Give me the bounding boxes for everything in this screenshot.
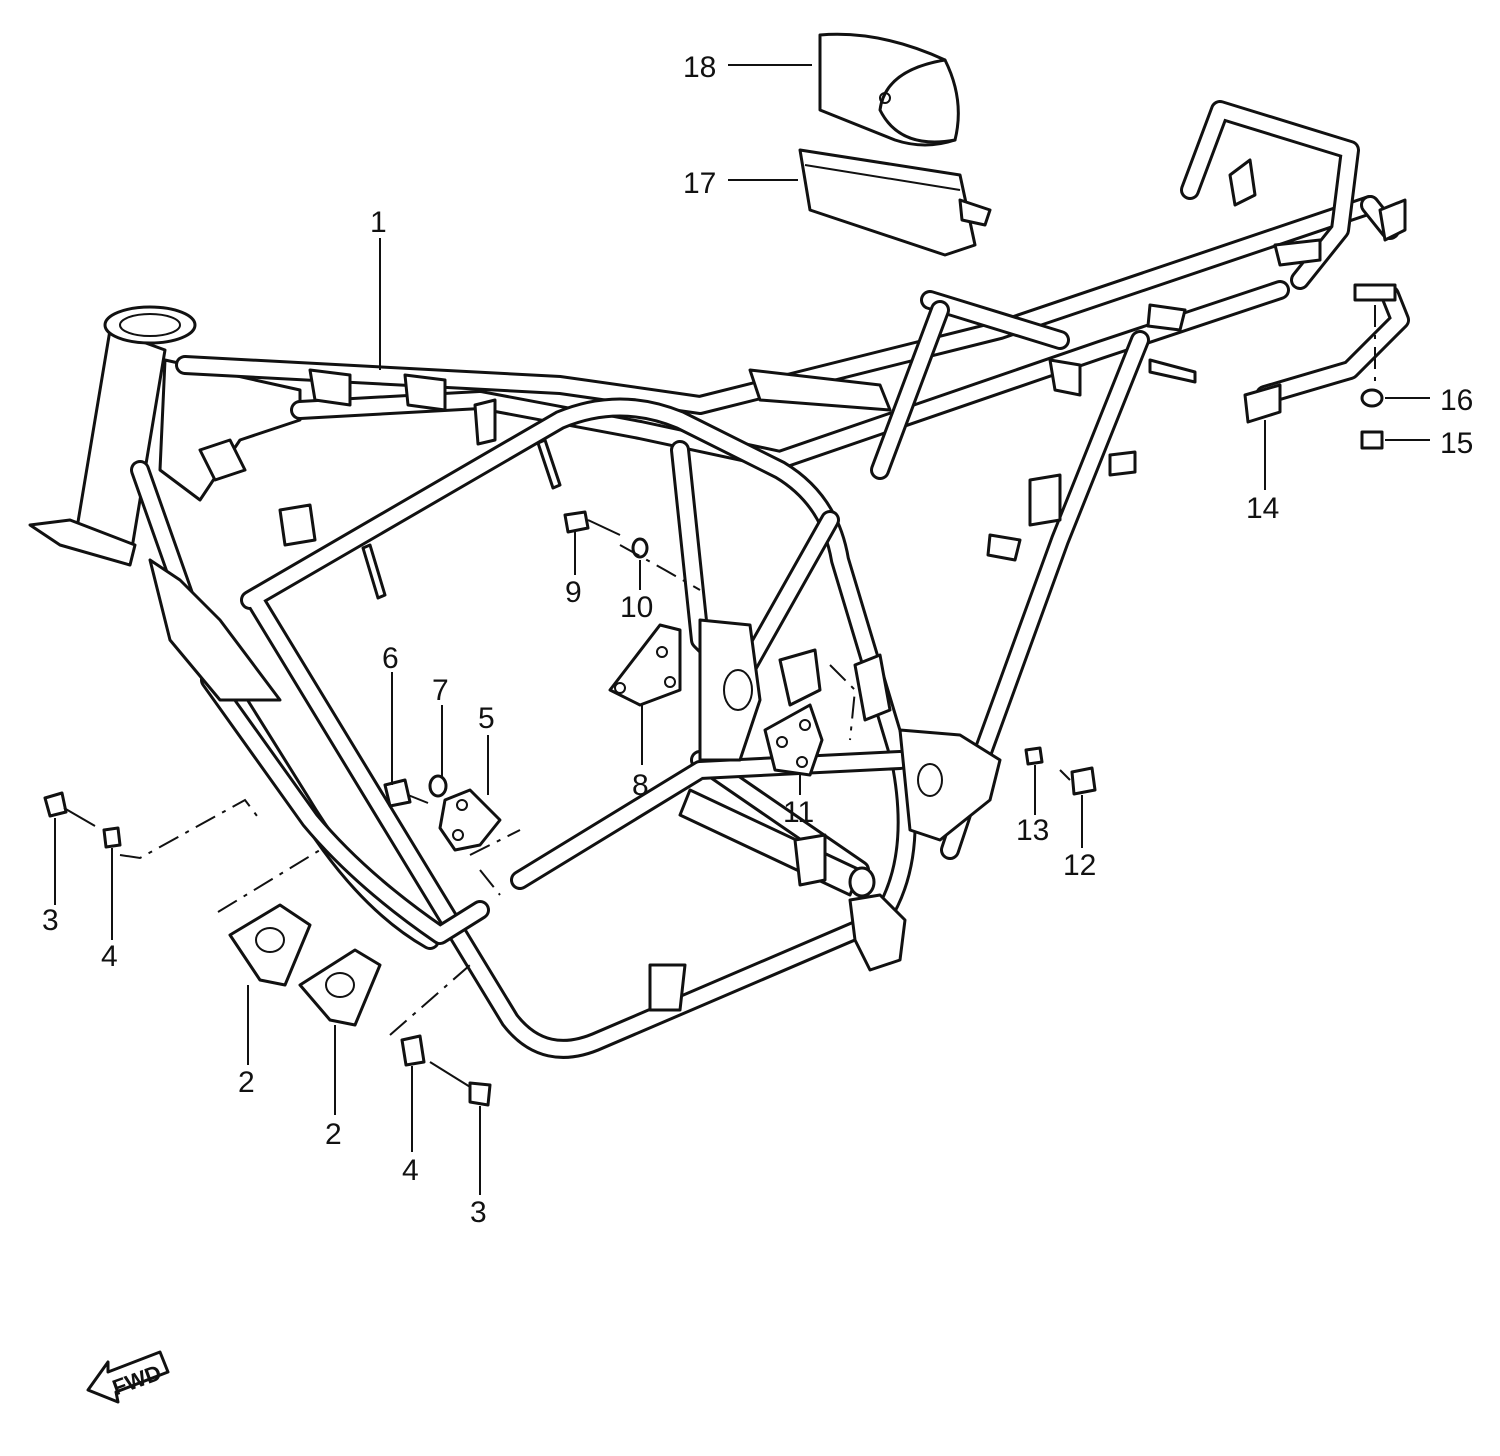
part-4-nut-left [102,826,122,849]
part-13-nut [1024,746,1044,766]
part-16-nut [1360,388,1384,408]
part-10-washer [631,537,649,559]
main-frame [28,100,1407,1059]
part-6-bolt [383,778,429,808]
callout-4: 4 [402,1154,419,1187]
callout-11: 11 [783,796,814,829]
leader-lines [54,64,1430,1195]
callout-5: 5 [478,702,495,735]
callout-4: 4 [101,940,118,973]
callout-14: 14 [1246,492,1279,525]
part-7-washer [428,774,448,798]
alignment-dashed-lines [119,544,857,1036]
callout-1: 1 [370,206,387,239]
part-2-plate-left [228,903,312,987]
part-8-plate [608,623,682,707]
callout-18: 18 [683,51,716,84]
callout-2: 2 [238,1066,255,1099]
callout-6: 6 [382,642,399,675]
forward-direction-marker: FWD [86,1350,170,1404]
part-2-plate-right [298,948,382,1027]
part-15-bolt [1360,430,1384,450]
part-3-bolt-bottom [429,1061,492,1107]
callout-17: 17 [683,167,716,200]
part-17-tray [798,148,992,257]
callout-9: 9 [565,576,582,609]
arrow-left-icon [86,1350,170,1404]
part-4-nut-bottom [400,1034,426,1067]
part-14-grab-bar [1243,283,1410,424]
part-9-bolt [563,510,621,536]
forward-label: FWD [109,1360,165,1401]
callout-10: 10 [620,591,653,624]
part-12-bolt [1059,766,1097,796]
part-3-bolt-left [43,791,96,827]
part-18-cover [818,32,960,147]
callout-15: 15 [1440,427,1473,460]
part-5-plate [438,788,502,852]
callout-3: 3 [470,1196,487,1229]
callout-2: 2 [325,1118,342,1151]
callout-numbers: 1 2 2 3 3 4 4 5 6 7 8 9 10 11 12 13 14 1… [42,51,1473,1229]
callout-16: 16 [1440,384,1473,417]
part-11-plate [763,648,824,777]
callout-12: 12 [1063,849,1096,882]
callout-13: 13 [1016,814,1049,847]
callout-7: 7 [432,674,449,707]
callout-3: 3 [42,904,59,937]
callout-8: 8 [632,769,649,802]
